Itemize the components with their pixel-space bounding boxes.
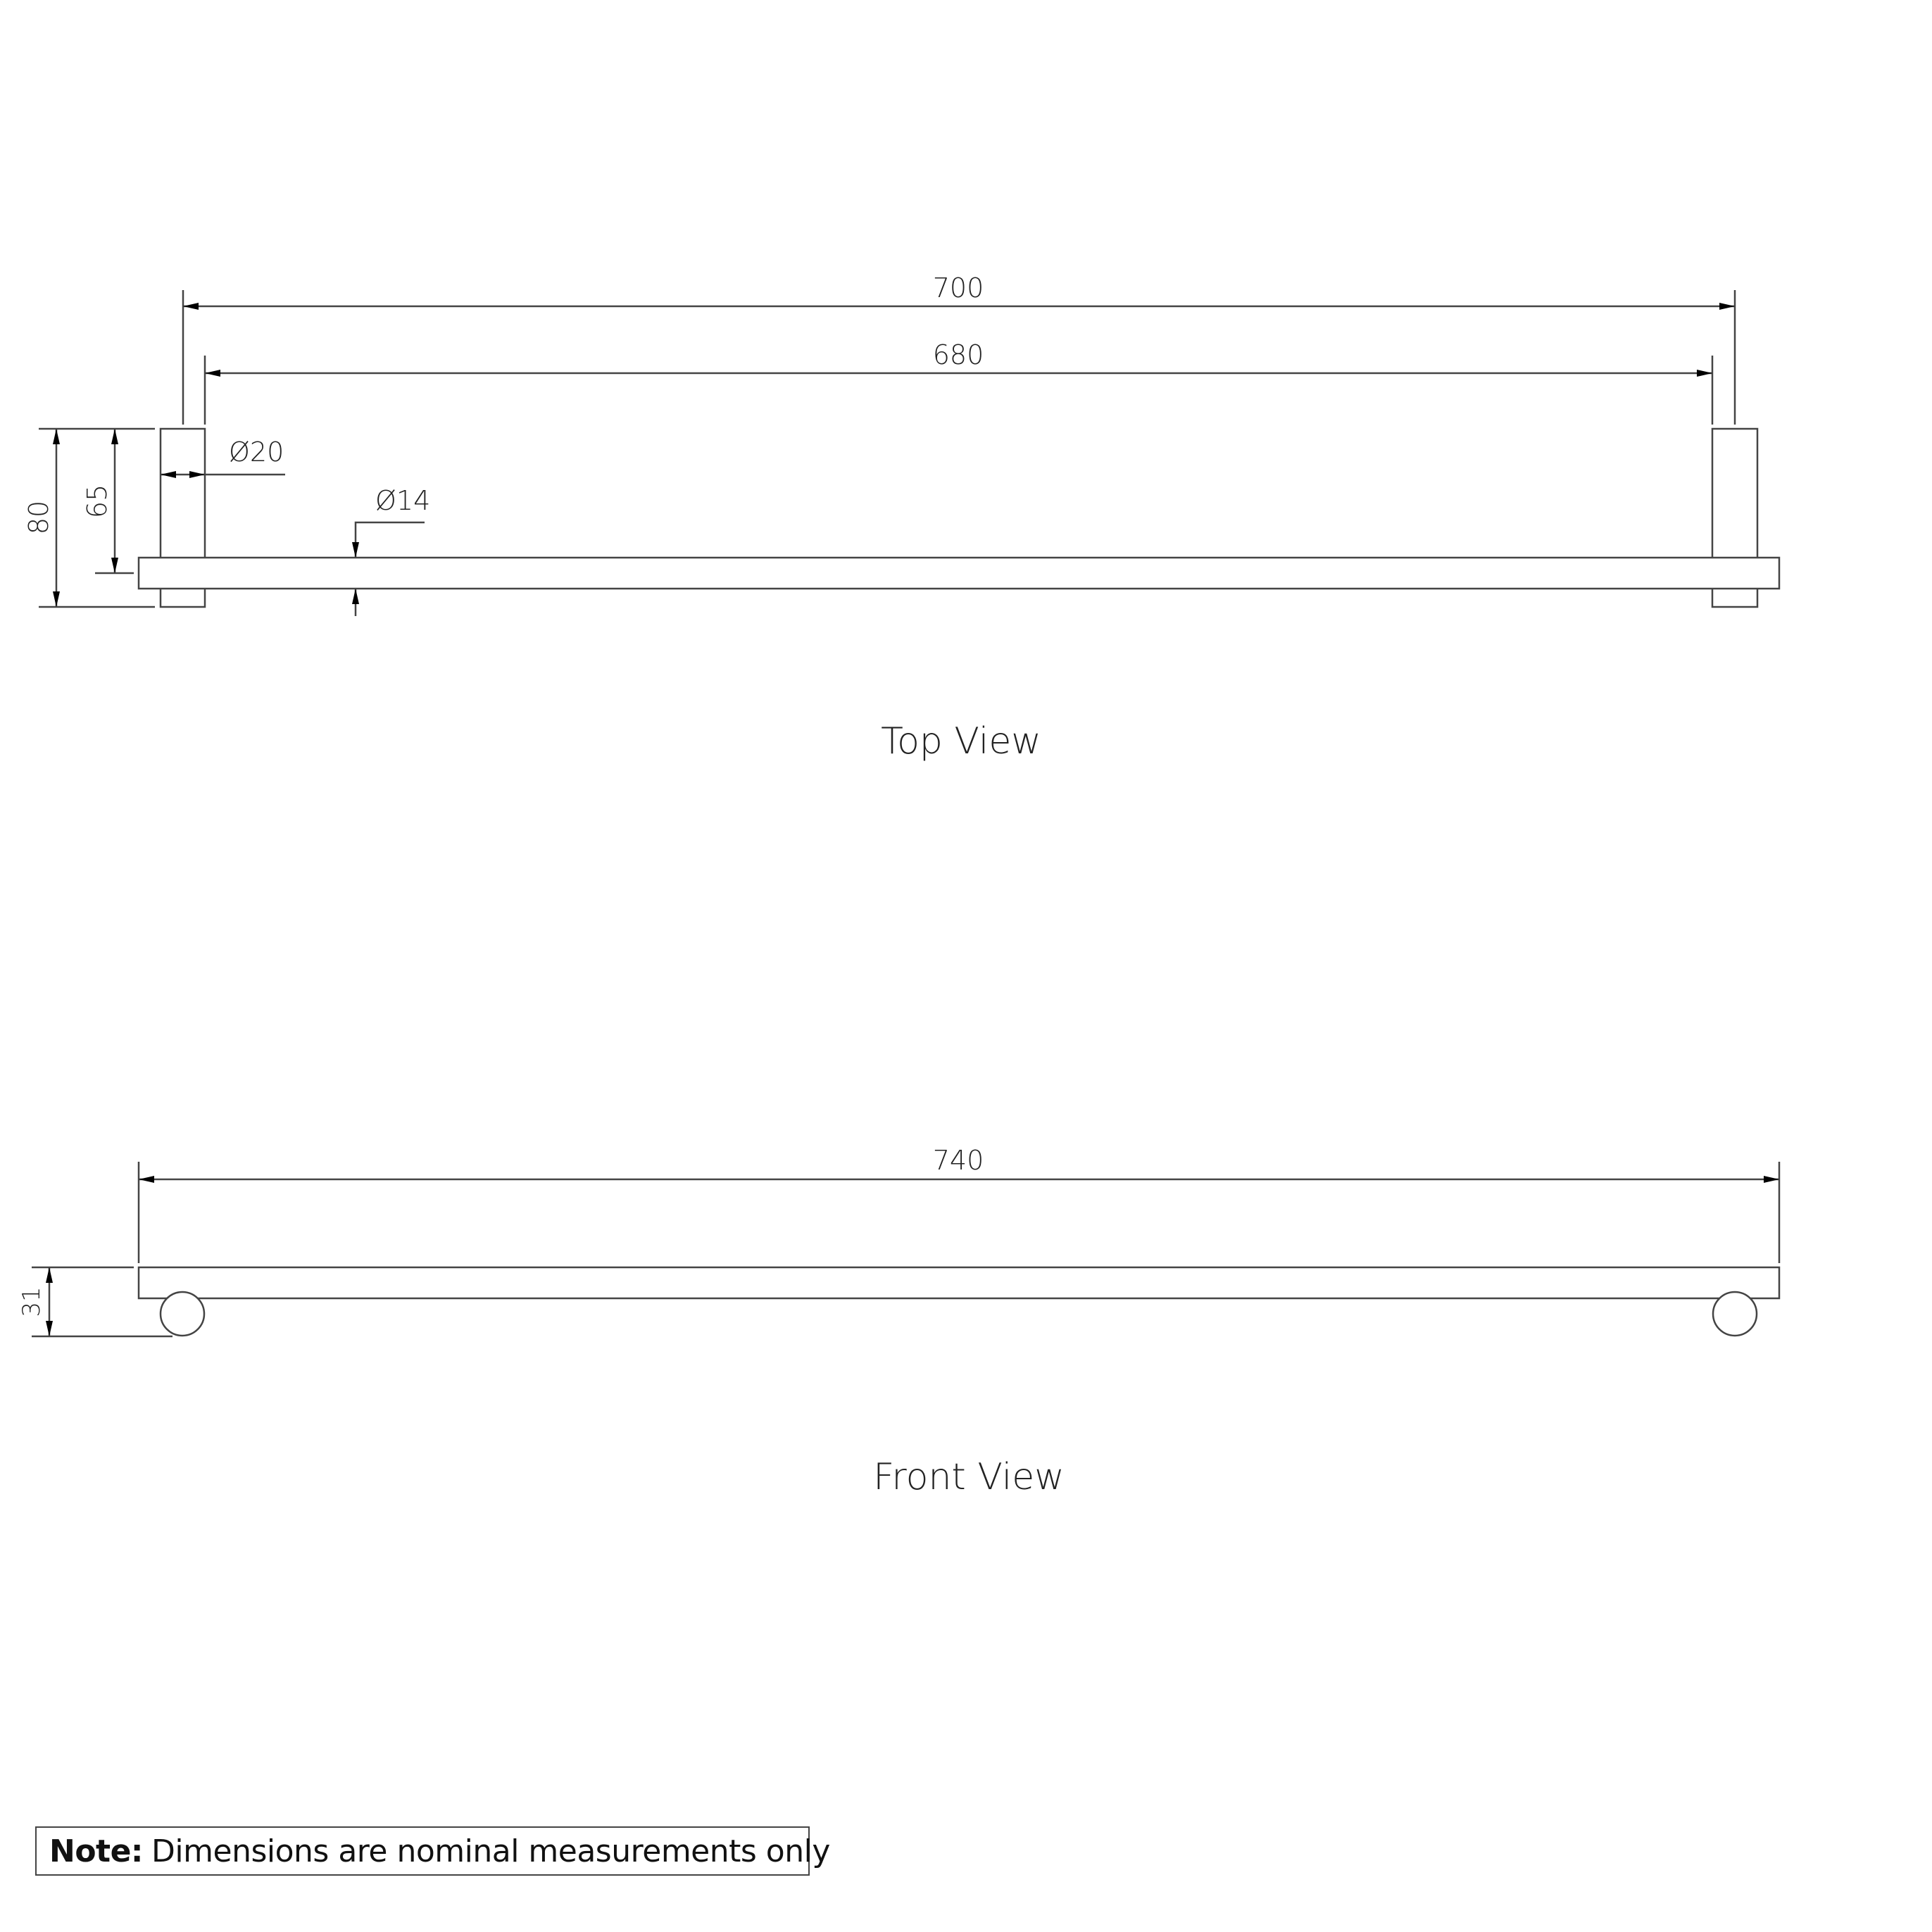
dimension-text-700: 700 <box>933 272 984 303</box>
leader-line-dia-14 <box>352 521 425 558</box>
dimension-text-31: 31 <box>18 1286 46 1317</box>
dimension-680 <box>203 356 1714 425</box>
dimension-text-680: 680 <box>933 339 984 370</box>
front-rail-bar <box>137 1266 1781 1300</box>
front-view <box>32 1162 1781 1338</box>
dimension-700 <box>182 290 1736 425</box>
dimension-31 <box>32 1266 172 1338</box>
front-view-label: Front View <box>873 1456 1064 1498</box>
note-box: Note: Dimensions are nominal measurement… <box>35 1826 830 1876</box>
dimension-65 <box>95 429 134 575</box>
dimension-text-65: 65 <box>82 484 113 518</box>
dimension-text-dia-14: Ø14 <box>375 485 430 516</box>
dimension-740 <box>137 1162 1781 1263</box>
dimension-text-dia-20: Ø20 <box>229 437 284 468</box>
left-post-end <box>159 1291 206 1337</box>
top-view <box>39 290 1781 616</box>
dimension-dia-14 <box>352 521 425 616</box>
dimension-text-80: 80 <box>23 501 54 534</box>
top-view-label: Top View <box>881 720 1041 763</box>
right-post-end <box>1712 1291 1758 1337</box>
rail-bar <box>137 556 1781 590</box>
dimension-text-740: 740 <box>933 1145 984 1176</box>
note-text: Dimensions are nominal measurements only <box>151 1833 830 1869</box>
note-label: Note: <box>49 1833 144 1869</box>
dimension-80 <box>39 427 155 608</box>
